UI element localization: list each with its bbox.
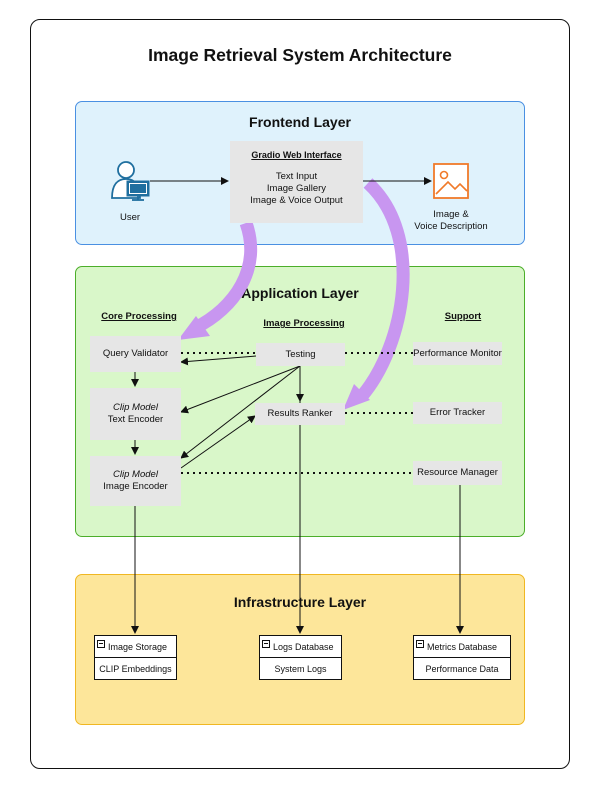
image-storage-db[interactable]: Image Storage CLIP Embeddings xyxy=(94,635,177,680)
gradio-web-interface[interactable]: Gradio Web Interface Text Input Image Ga… xyxy=(230,141,363,223)
metrics-database-content: Performance Data xyxy=(425,663,499,674)
user-label: User xyxy=(119,212,141,223)
query-validator-label: Query Validator xyxy=(102,348,169,360)
logs-database-content: System Logs xyxy=(274,663,327,674)
big-arrow-head-right xyxy=(343,384,370,410)
performance-monitor-box[interactable]: Performance Monitor xyxy=(413,342,502,365)
output-label-line2: Voice Description xyxy=(414,221,488,232)
collapse-icon xyxy=(97,639,105,648)
clip-image-encoder-label: Image Encoder xyxy=(103,481,168,492)
core-processing-label: Core Processing xyxy=(101,311,177,322)
gradio-item-image-gallery: Image Gallery xyxy=(266,182,327,194)
collapse-icon xyxy=(262,639,270,648)
resource-manager-box[interactable]: Resource Manager xyxy=(413,461,502,485)
support-label: Support xyxy=(444,311,482,322)
clip-image-encoder-box[interactable]: Clip Model Image Encoder xyxy=(90,456,181,506)
gradio-item-text-input: Text Input xyxy=(275,170,318,182)
clip-image-encoder-model-label: Clip Model xyxy=(113,469,158,481)
clip-text-encoder-model-label: Clip Model xyxy=(113,402,158,414)
testing-to-text-encoder-arrow xyxy=(180,365,301,414)
clip-text-encoder-label: Text Encoder xyxy=(107,414,164,425)
big-arrow-to-query-validator xyxy=(191,220,258,334)
metrics-database-name: Metrics Database xyxy=(427,641,498,652)
logs-database-db[interactable]: Logs Database System Logs xyxy=(259,635,342,680)
results-ranker-box[interactable]: Results Ranker xyxy=(255,403,345,425)
image-processing-label: Image Processing xyxy=(263,318,345,329)
testing-to-validator-arrow xyxy=(180,355,257,366)
testing-to-image-encoder-arrow xyxy=(180,365,301,459)
gradio-title: Gradio Web Interface xyxy=(251,149,342,160)
image-storage-name: Image Storage xyxy=(108,641,168,652)
diagram-title: Image Retrieval System Architecture xyxy=(148,45,452,65)
resource-manager-label: Resource Manager xyxy=(417,467,498,479)
collapse-icon xyxy=(416,639,424,648)
clip-text-encoder-box[interactable]: Clip Model Text Encoder xyxy=(90,388,181,440)
performance-monitor-label: Performance Monitor xyxy=(413,347,502,359)
results-ranker-label: Results Ranker xyxy=(267,408,333,420)
application-layer-title: Application Layer xyxy=(241,285,359,301)
metrics-database-db[interactable]: Metrics Database Performance Data xyxy=(413,635,511,680)
error-tracker-label: Error Tracker xyxy=(429,407,486,419)
image-storage-content: CLIP Embeddings xyxy=(99,663,172,674)
query-validator-box[interactable]: Query Validator xyxy=(90,336,181,372)
gradio-item-output: Image & Voice Output xyxy=(250,194,343,206)
logs-database-name: Logs Database xyxy=(273,641,334,652)
testing-box[interactable]: Testing xyxy=(256,343,345,366)
output-label-line1: Image & xyxy=(433,209,469,220)
frontend-layer-title: Frontend Layer xyxy=(249,114,351,130)
big-arrow-head-left xyxy=(178,316,210,340)
image-encoder-to-ranker-arrow xyxy=(180,415,256,469)
big-arrow-to-results-ranker xyxy=(356,178,410,401)
error-tracker-box[interactable]: Error Tracker xyxy=(413,402,502,424)
testing-label: Testing xyxy=(285,348,316,360)
